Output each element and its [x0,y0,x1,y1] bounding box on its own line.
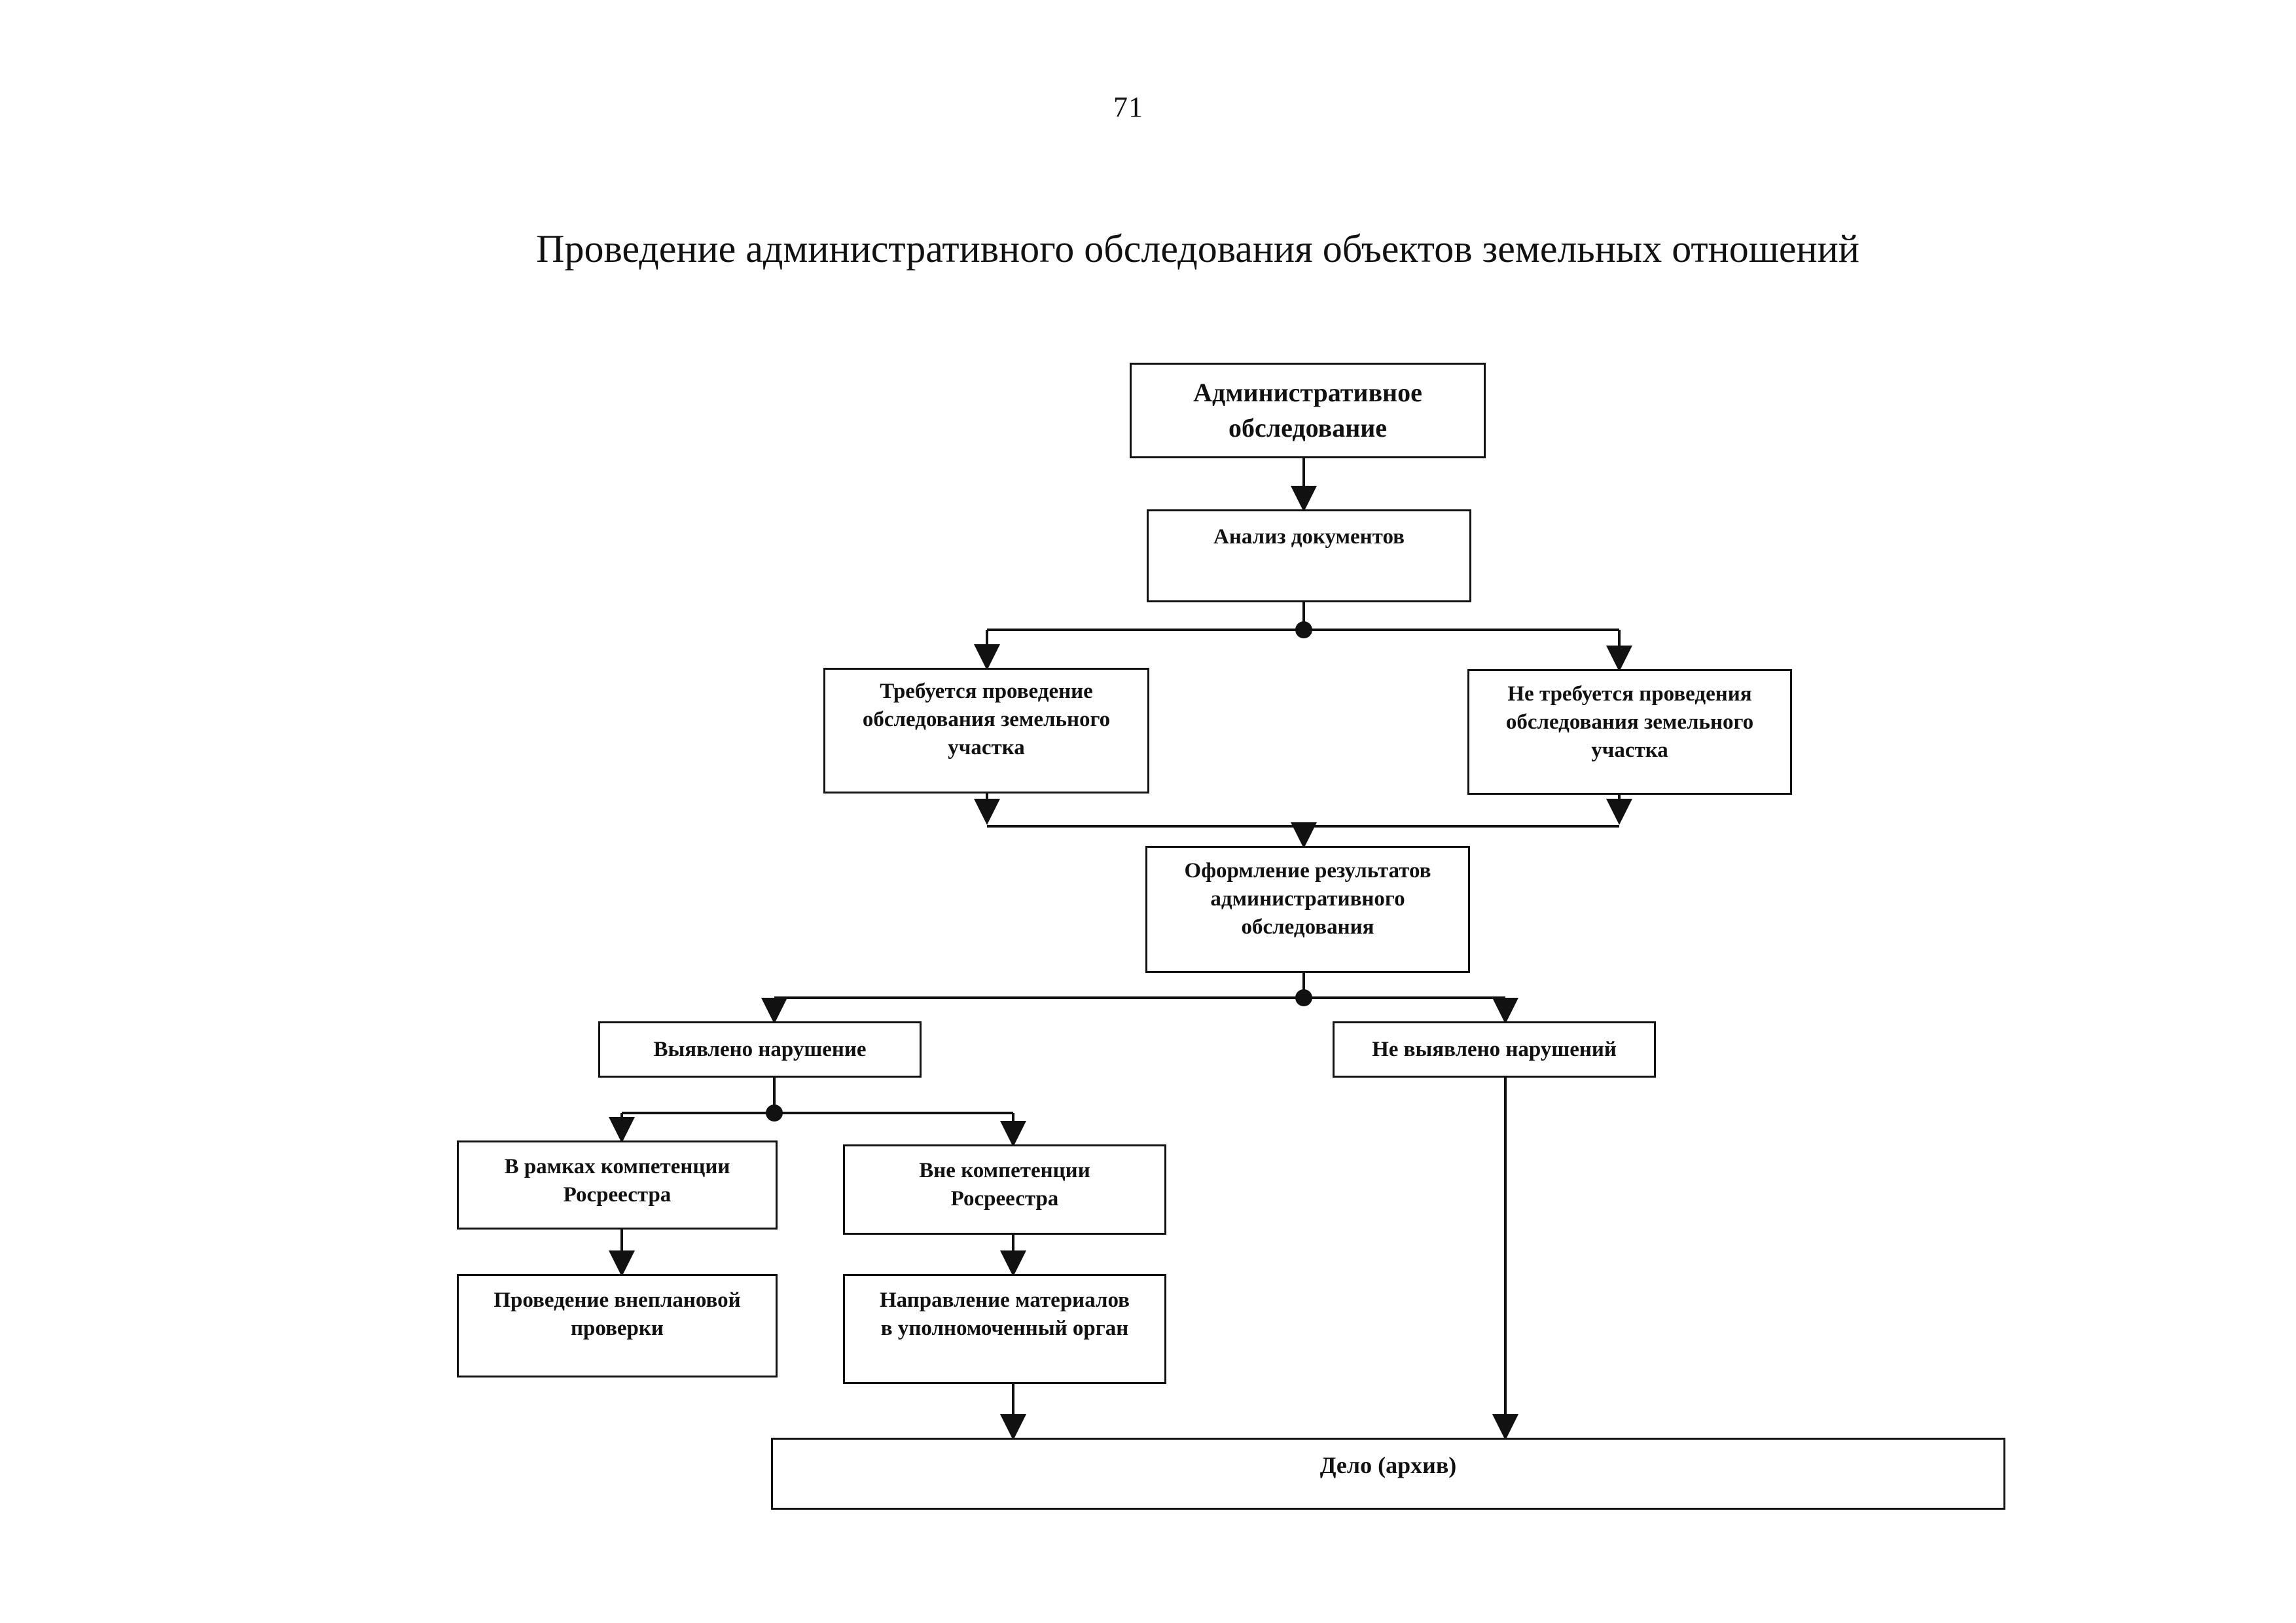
administrative-survey-box: Административное обследование [1130,363,1486,458]
violation-found-box: Выявлено нарушение [598,1021,922,1078]
within-competence-box: В рамках компетенции Росреестра [457,1140,778,1230]
page-number: 71 [1113,91,1143,123]
materials-referral-box: Направление материалов в уполномоченный … [843,1274,1166,1384]
violation-found-label: Выявлено нарушение [653,1037,867,1061]
unscheduled-inspection-label: Проведение внеплановой проверки [493,1288,741,1340]
survey-required-label: Требуется проведение обследования земель… [862,680,1111,759]
results-registration-label: Оформление результатов административного… [1184,859,1431,939]
no-violation-label: Не выявлено нарушений [1372,1037,1617,1061]
outside-competence-box: Вне компетенции Росреестра [843,1144,1166,1235]
unscheduled-inspection-box: Проведение внеплановой проверки [457,1274,778,1377]
document-analysis-label: Анализ документов [1213,525,1405,549]
within-competence-label: В рамках компетенции Росреестра [504,1155,730,1207]
junction-dot-2 [1295,989,1312,1006]
survey-not-required-box: Не требуется проведения обследования зем… [1467,669,1792,795]
survey-required-box: Требуется проведение обследования земель… [823,668,1149,793]
junction-dot-1 [1295,621,1312,638]
junction-dot-3 [766,1104,783,1122]
document-analysis-box: Анализ документов [1147,509,1471,602]
archive-label: Дело (архив) [1319,1452,1457,1478]
no-violation-box: Не выявлено нарушений [1333,1021,1656,1078]
outside-competence-label: Вне компетенции Росреестра [919,1159,1090,1211]
archive-box: Дело (архив) [771,1438,2005,1510]
page-title: Проведение административного обследовани… [536,227,1859,270]
survey-not-required-label: Не требуется проведения обследования зем… [1505,682,1754,762]
administrative-survey-label: Административное обследование [1193,378,1422,443]
materials-referral-label: Направление материалов в уполномоченный … [880,1288,1130,1340]
results-registration-box: Оформление результатов административного… [1145,846,1470,973]
